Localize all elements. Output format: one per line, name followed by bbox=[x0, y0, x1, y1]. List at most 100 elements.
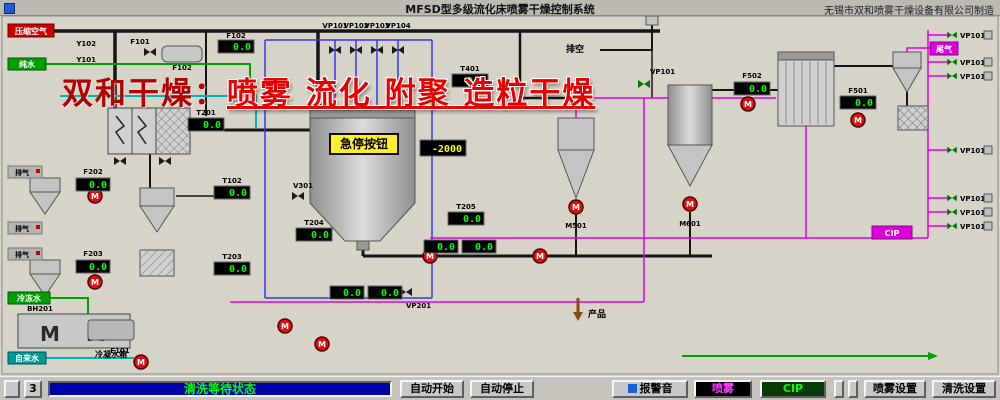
label-m501: M501 bbox=[565, 222, 587, 230]
rotary-valve[interactable] bbox=[532, 248, 548, 264]
tag-exhaust-1 bbox=[7, 165, 43, 179]
cyclone-top bbox=[557, 117, 595, 151]
label-product: 产品 bbox=[588, 308, 606, 320]
spray-settings-button[interactable]: 喷雾设置 bbox=[864, 380, 926, 398]
condensate-tank bbox=[87, 319, 135, 341]
heater-coil-icon bbox=[114, 115, 126, 145]
flow-arrow bbox=[314, 104, 322, 112]
tag-cip-label: CIP bbox=[885, 229, 900, 238]
right-valve-box bbox=[983, 57, 993, 67]
cyclone-cone bbox=[139, 205, 175, 233]
pump-m601[interactable] bbox=[682, 196, 698, 212]
clean-settings-button[interactable]: 清洗设置 bbox=[932, 380, 996, 398]
right-valve-box bbox=[983, 30, 993, 40]
display-f203 bbox=[75, 259, 111, 274]
label-top-valve-3: VP103 bbox=[364, 22, 389, 30]
status-bar: 清洗等待状态 bbox=[48, 381, 392, 397]
tag-tap-water-label: 自来水 bbox=[15, 353, 40, 363]
display-t201-value: 0.0 bbox=[203, 120, 221, 131]
app-icon bbox=[4, 3, 15, 14]
estop-button[interactable] bbox=[329, 133, 399, 155]
tag-dot bbox=[36, 225, 40, 229]
cyclone-f203 bbox=[29, 259, 61, 297]
display-f502 bbox=[733, 81, 771, 96]
display-f102 bbox=[217, 39, 255, 54]
spray-button[interactable]: 喷雾 bbox=[694, 380, 752, 398]
tag-dot bbox=[36, 169, 40, 173]
pump-f502[interactable] bbox=[740, 96, 756, 112]
pump[interactable] bbox=[314, 336, 330, 352]
tag-pure-water bbox=[7, 57, 47, 71]
window-control-icon[interactable] bbox=[4, 380, 20, 398]
instrument-labels: Y102 Y101 F101 F102 F102 T201 T102 T203 … bbox=[27, 22, 993, 359]
label-right-valve-7: VP101 bbox=[960, 223, 985, 231]
air-heater-unit bbox=[107, 107, 191, 155]
pump[interactable] bbox=[87, 274, 103, 290]
label-right-valve-1: VP101 bbox=[960, 32, 985, 40]
displays: 0.0 0.0 0.0 0.0 0.0 0.0 0.0 0.0 0.0 0.0 … bbox=[75, 39, 877, 300]
label-m601: M601 bbox=[679, 220, 701, 228]
title-bar: MFSD型多级流化床喷雾干燥控制系统 无锡市双和喷雾干燥设备有限公司制造 bbox=[0, 0, 1000, 17]
bottom-toolbar: 3 清洗等待状态 自动开始 自动停止 报警音 喷雾 CIP 喷雾设置 清洗设置 bbox=[0, 376, 1000, 400]
right-valve-box bbox=[983, 145, 993, 155]
product-arrow bbox=[573, 312, 583, 321]
tag-compressed-air bbox=[7, 23, 55, 38]
alarm-mute-button[interactable]: 报警音 bbox=[612, 380, 688, 398]
heater-coil-icon bbox=[136, 115, 148, 145]
green-pipes bbox=[46, 63, 928, 357]
heat-exchanger bbox=[777, 51, 835, 127]
right-valve-box bbox=[983, 71, 993, 81]
display-t401 bbox=[451, 73, 489, 88]
right-valve-box bbox=[983, 207, 993, 217]
tag-exhaust-3-label: 排气 bbox=[15, 250, 29, 259]
label-t203: T203 bbox=[222, 253, 242, 261]
auto-start-button[interactable]: 自动开始 bbox=[400, 380, 464, 398]
tag-exhaust-2-label: 排气 bbox=[15, 224, 29, 233]
label-vp101-mid: VP101 bbox=[650, 68, 675, 76]
display-conv2 bbox=[461, 239, 497, 254]
label-right-valve-3: VP101 bbox=[960, 73, 985, 81]
spacer-button-1[interactable] bbox=[834, 380, 844, 398]
display-bed1-value: 0.0 bbox=[343, 288, 361, 299]
speaker-icon bbox=[627, 384, 637, 393]
auto-stop-button[interactable]: 自动停止 bbox=[470, 380, 534, 398]
display-bed1 bbox=[329, 285, 365, 300]
spacer-button-2[interactable] bbox=[848, 380, 858, 398]
cyan-pipes bbox=[46, 95, 257, 359]
cyclone-cone bbox=[892, 67, 922, 93]
pump[interactable] bbox=[277, 318, 293, 334]
display-f501-value: 0.0 bbox=[855, 98, 873, 109]
label-right-valve-2: VP101 bbox=[960, 59, 985, 67]
display-t203 bbox=[213, 261, 251, 276]
tag-tail-gas bbox=[929, 41, 959, 56]
display-chamber-value: -2000 bbox=[432, 144, 462, 155]
cip-button[interactable]: CIP bbox=[760, 380, 826, 398]
window-title: MFSD型多级流化床喷雾干燥控制系统 bbox=[405, 3, 595, 16]
label-right-valve-5: VP101 bbox=[960, 195, 985, 203]
label-t401: T401 bbox=[460, 65, 480, 73]
pipe bbox=[518, 31, 570, 100]
pump-m501[interactable] bbox=[568, 199, 584, 215]
alarm-mute-label: 报警音 bbox=[639, 382, 673, 395]
fluid-bed-chamber: 急停按钮 bbox=[309, 109, 416, 251]
pipe bbox=[48, 297, 89, 320]
tag-chilled-water bbox=[7, 291, 51, 305]
estop-label: 急停按钮 bbox=[340, 136, 388, 151]
pump[interactable] bbox=[133, 354, 149, 370]
right-valve-box bbox=[983, 193, 993, 203]
label-right-valve-6: VP101 bbox=[960, 209, 985, 217]
hopper-body bbox=[667, 84, 713, 146]
right-valve-box bbox=[983, 221, 993, 231]
display-conv1-value: 0.0 bbox=[437, 242, 455, 253]
display-f501 bbox=[839, 95, 877, 110]
label-v301: V301 bbox=[293, 182, 313, 190]
pipe bbox=[60, 95, 257, 128]
label-top-valve-2: VP102 bbox=[343, 22, 368, 30]
page-number-button[interactable]: 3 bbox=[24, 380, 42, 398]
filter-hatch bbox=[157, 109, 189, 153]
display-t201 bbox=[187, 117, 225, 132]
pump-f501[interactable] bbox=[850, 112, 866, 128]
cyclone-top bbox=[892, 51, 922, 69]
